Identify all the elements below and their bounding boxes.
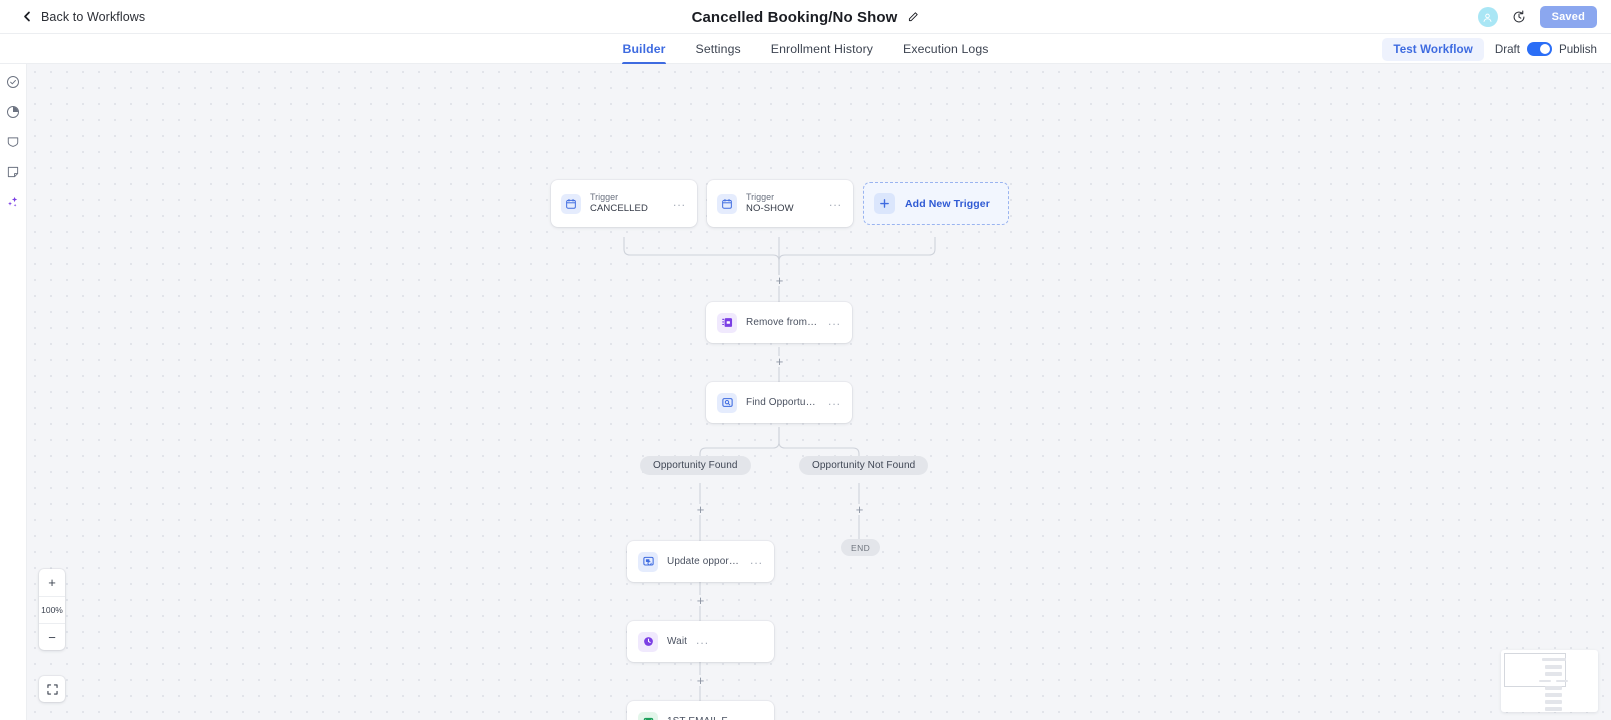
tab-enrollment-history[interactable]: Enrollment History [770,42,874,56]
clock-icon [638,631,658,652]
node-label: 1ST EMAIL FOLLOW UP [667,716,741,720]
minimap-node [1545,672,1562,676]
zoom-out-button[interactable]: − [39,623,65,650]
toggle-knob [1539,44,1550,54]
minimap-node [1556,680,1568,682]
trigger-text: Trigger NO-SHOW [746,191,820,216]
trigger-kicker: Trigger [746,192,775,203]
tab-builder[interactable]: Builder [622,34,666,64]
add-new-trigger-button[interactable]: Add New Trigger [863,182,1009,225]
update-opportunity-icon [638,551,658,572]
calendar-icon [561,193,581,214]
history-clock-icon[interactable] [1512,10,1526,24]
add-step-button[interactable]: + [695,593,706,608]
minimap-node [1539,680,1551,682]
trigger-card-no-show[interactable]: Trigger NO-SHOW ... [707,180,853,227]
branch-label-opportunity-found[interactable]: Opportunity Found [640,456,751,475]
trigger-text: Trigger CANCELLED [590,191,664,216]
zoom-level-label[interactable]: 100% [39,596,65,623]
publish-label: Publish [1558,42,1597,56]
trigger-menu-button[interactable]: ... [672,194,686,209]
chevron-left-icon [22,11,33,22]
comment-shield-icon[interactable] [6,135,20,149]
node-find-opportunity[interactable]: Find Opportunity ... [706,382,852,423]
node-menu-button[interactable]: ... [696,632,710,647]
node-first-email-follow-up[interactable]: 1ST EMAIL FOLLOW UP ... [627,701,774,720]
minimap-node [1542,658,1566,661]
tab-execution-logs[interactable]: Execution Logs [903,42,989,56]
back-to-workflows-button[interactable]: Back to Workflows [22,10,145,24]
saved-button[interactable]: Saved [1539,6,1597,28]
workflow-title-group: Cancelled Booking/No Show [0,0,1611,34]
trigger-kicker: Trigger [590,192,619,203]
trigger-title: NO-SHOW [746,203,794,215]
zoom-controls: + 100% − [39,569,65,650]
tab-settings[interactable]: Settings [695,42,741,56]
minimap-node [1545,693,1562,697]
node-menu-button[interactable]: ... [749,712,763,720]
draft-publish-toggle-group: Draft Publish [1495,42,1597,56]
find-opportunity-icon [717,392,737,413]
plus-icon [874,193,895,214]
top-bar: Back to Workflows Cancelled Booking/No S… [0,0,1611,34]
node-menu-button[interactable]: ... [827,393,841,408]
pencil-edit-icon[interactable] [907,11,919,23]
node-remove-from-workflow[interactable]: Remove from Workflow ... [706,302,852,343]
node-label: Update opportunity [667,556,741,567]
minimap-node [1545,665,1562,669]
sparkle-ai-icon[interactable] [6,195,20,209]
trigger-menu-button[interactable]: ... [828,194,842,209]
publish-toggle[interactable] [1526,42,1552,56]
left-rail [0,64,27,720]
page-title: Cancelled Booking/No Show [691,8,898,26]
remove-list-icon [717,312,737,333]
top-bar-actions: Saved [1477,0,1597,34]
node-label: Remove from Workflow [746,317,819,328]
back-to-workflows-label: Back to Workflows [41,9,146,24]
tab-bar-actions: Test Workflow Draft Publish [1382,34,1597,64]
pie-chart-icon[interactable] [6,105,20,119]
trigger-card-cancelled[interactable]: Trigger CANCELLED ... [551,180,697,227]
trigger-title: CANCELLED [590,203,648,215]
test-workflow-button[interactable]: Test Workflow [1382,37,1484,61]
add-new-trigger-label: Add New Trigger [905,197,990,210]
minimap[interactable] [1501,650,1598,712]
add-step-button[interactable]: + [695,502,706,517]
calendar-icon [717,193,737,214]
email-icon [638,711,658,720]
fullscreen-icon[interactable] [39,676,65,702]
node-update-opportunity[interactable]: Update opportunity ... [627,541,774,582]
tab-bar: Builder Settings Enrollment History Exec… [0,34,1611,64]
tab-list: Builder Settings Enrollment History Exec… [0,34,1611,64]
zoom-in-button[interactable]: + [48,575,56,590]
minimap-node [1545,686,1562,690]
minimap-node [1545,707,1562,711]
node-label: Wait [667,636,688,647]
note-icon[interactable] [6,165,20,179]
minimap-viewport [1504,653,1566,687]
add-step-button[interactable]: + [695,673,706,688]
add-step-button[interactable]: + [854,502,865,517]
add-step-button[interactable]: + [774,354,785,369]
add-step-button[interactable]: + [774,273,785,288]
node-label: Find Opportunity [746,397,819,408]
check-circle-icon[interactable] [6,75,20,89]
node-wait[interactable]: Wait ... [627,621,774,662]
draft-label: Draft [1494,42,1520,56]
minimap-node [1545,700,1562,704]
node-menu-button[interactable]: ... [827,313,841,328]
node-menu-button[interactable]: ... [749,552,763,567]
workflow-canvas[interactable]: Trigger CANCELLED ... Trigger NO-SHOW ..… [27,64,1611,720]
user-avatar[interactable] [1477,7,1498,27]
branch-label-opportunity-not-found[interactable]: Opportunity Not Found [799,456,929,475]
end-node: END [841,539,881,556]
connector-edges [623,237,936,701]
